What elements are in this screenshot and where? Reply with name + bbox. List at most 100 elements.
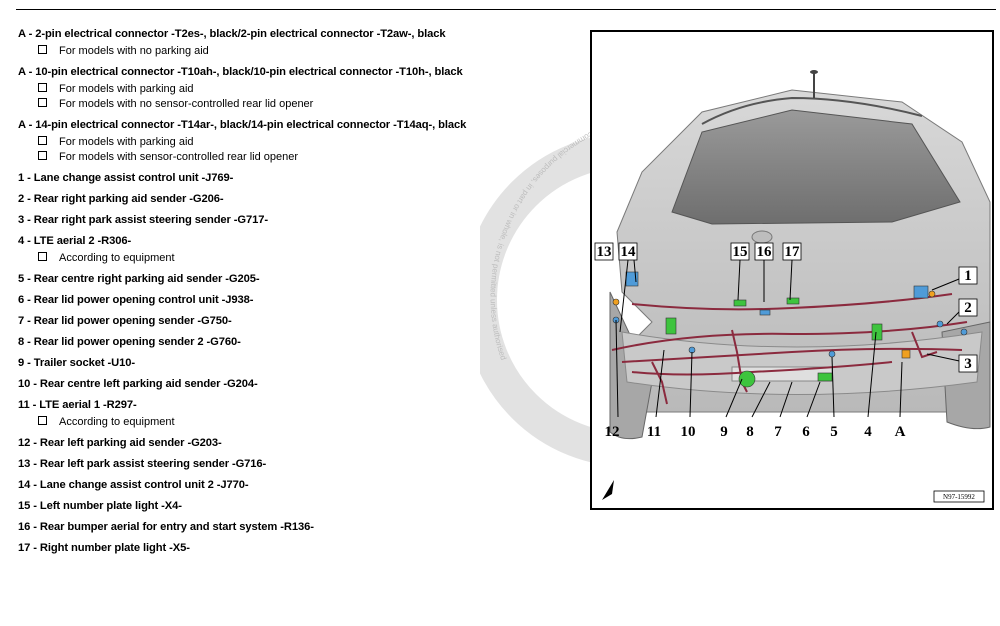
checkbox-bullet-icon [38, 45, 47, 54]
legend-item-label: 12 - Rear left parking aid sender -G203- [18, 437, 222, 449]
legend-note-text: For models with no parking aid [59, 45, 209, 57]
legend-item: A - 14-pin electrical connector -T14ar-,… [18, 118, 578, 165]
callout-box [754, 242, 774, 261]
figure-ref-number: N97-15992 [943, 493, 975, 501]
callout-number: 14 [621, 244, 637, 260]
callout-number: 1 [964, 268, 972, 284]
callout-number: 17 [785, 244, 801, 260]
legend-item-note: According to equipment [18, 415, 578, 430]
callout-number: 8 [746, 424, 754, 440]
callout-number: 7 [774, 424, 782, 440]
legend-item-label: 2 - Rear right parking aid sender -G206- [18, 193, 224, 205]
legend-item-label: A - 2-pin electrical connector -T2es-, b… [18, 28, 446, 40]
callout-number: 2 [964, 300, 972, 316]
legend-item: 4 - LTE aerial 2 -R306- According to equi… [18, 234, 578, 266]
legend-item: 2 - Rear right parking aid sender -G206- [18, 192, 578, 207]
checkbox-bullet-icon [38, 136, 47, 145]
legend-item: A - 2-pin electrical connector -T2es-, b… [18, 27, 578, 59]
sensor-3 [960, 328, 968, 336]
callout-box [782, 242, 802, 261]
orientation-arrow-icon [602, 480, 614, 500]
legend-item-label: 4 - LTE aerial 2 -R306- [18, 235, 132, 247]
callout-box [958, 266, 978, 285]
checkbox-bullet-icon [38, 416, 47, 425]
connector-left [612, 298, 620, 306]
legend-item: 13 - Rear left park assist steering send… [18, 457, 578, 472]
sensor-5 [828, 350, 836, 358]
legend-item-label: 13 - Rear left park assist steering send… [18, 458, 267, 470]
legend-item: 17 - Right number plate light -X5- [18, 541, 578, 556]
callout-box [958, 354, 978, 373]
legend-item: 5 - Rear centre right parking aid sender… [18, 272, 578, 287]
callout-number: 3 [964, 356, 972, 372]
callout-box [594, 242, 614, 261]
lte-aerial-2 [871, 323, 883, 341]
power-opening-unit [817, 372, 833, 382]
callout-number: 13 [597, 244, 612, 260]
legend-item: 8 - Rear lid power opening sender 2 -G76… [18, 335, 578, 350]
legend-item-note: For models with no parking aid [18, 44, 578, 59]
leader-lines [615, 259, 965, 418]
figure-ref-box [933, 490, 985, 503]
callout-number: 5 [830, 424, 838, 440]
checkbox-bullet-icon [38, 252, 47, 261]
legend-item-label: 8 - Rear lid power opening sender 2 -G76… [18, 336, 241, 348]
legend-note-text: For models with parking aid [59, 83, 194, 95]
callout-number: 16 [757, 244, 773, 260]
legend-item: 12 - Rear left parking aid sender -G203- [18, 436, 578, 451]
legend-item-label: 14 - Lane change assist control unit 2 -… [18, 479, 249, 491]
legend-note-text: For models with sensor-controlled rear l… [59, 151, 299, 163]
callout-number: 15 [733, 244, 748, 260]
callout-number: 6 [802, 424, 810, 440]
connector-a [901, 349, 911, 359]
bumper-aerial [759, 309, 771, 316]
legend-note-text: For models with no sensor-controlled rea… [59, 98, 314, 110]
legend-list: A - 2-pin electrical connector -T2es-, b… [18, 27, 578, 562]
legend-item: 7 - Rear lid power opening sender -G750- [18, 314, 578, 329]
legend-item-note: According to equipment [18, 251, 578, 266]
legend-item-label: A - 14-pin electrical connector -T14ar-,… [18, 119, 467, 131]
callout-number: 10 [681, 424, 696, 440]
lte-aerial-1 [665, 317, 677, 335]
wiring-harness [611, 293, 968, 405]
callout-number: 9 [720, 424, 728, 440]
legend-item: 6 - Rear lid power opening control unit … [18, 293, 578, 308]
legend-note-text: For models with parking aid [59, 136, 194, 148]
legend-item-label: 10 - Rear centre left parking aid sender… [18, 378, 258, 390]
legend-item-note: For models with no sensor-controlled rea… [18, 97, 578, 112]
legend-item: 14 - Lane change assist control unit 2 -… [18, 478, 578, 493]
callout-number: 4 [864, 424, 872, 440]
legend-item-label: 6 - Rear lid power opening control unit … [18, 294, 254, 306]
callout-box [958, 298, 978, 317]
number-plate-light-right [786, 297, 800, 305]
legend-item-note: For models with parking aid [18, 135, 578, 150]
callout-number: A [895, 424, 906, 440]
callout-number: 12 [605, 424, 620, 440]
top-rule [16, 9, 996, 10]
legend-item: 16 - Rear bumper aerial for entry and st… [18, 520, 578, 535]
checkbox-bullet-icon [38, 151, 47, 160]
legend-note-text: According to equipment [59, 252, 175, 264]
lane-change-unit-1 [913, 285, 929, 299]
legend-item: 1 - Lane change assist control unit -J76… [18, 171, 578, 186]
sensor-2 [936, 320, 944, 328]
legend-item-label: 9 - Trailer socket -U10- [18, 357, 135, 369]
legend-item-label: 11 - LTE aerial 1 -R297- [18, 399, 137, 411]
legend-item-label: A - 10-pin electrical connector -T10ah-,… [18, 66, 463, 78]
legend-item-label: 17 - Right number plate light -X5- [18, 542, 190, 554]
legend-item-label: 1 - Lane change assist control unit -J76… [18, 172, 234, 184]
connector-right [928, 290, 936, 298]
callout-box [618, 242, 638, 261]
trailer-socket [738, 370, 756, 388]
callout-box [730, 242, 750, 261]
callout-number: 11 [647, 424, 661, 440]
legend-item-label: 16 - Rear bumper aerial for entry and st… [18, 521, 314, 533]
legend-item: 10 - Rear centre left parking aid sender… [18, 377, 578, 392]
legend-item: A - 10-pin electrical connector -T10ah-,… [18, 65, 578, 112]
legend-item-note: For models with parking aid [18, 82, 578, 97]
number-plate-light-left [733, 299, 747, 307]
legend-item-label: 5 - Rear centre right parking aid sender… [18, 273, 260, 285]
legend-note-text: According to equipment [59, 416, 175, 428]
checkbox-bullet-icon [38, 98, 47, 107]
